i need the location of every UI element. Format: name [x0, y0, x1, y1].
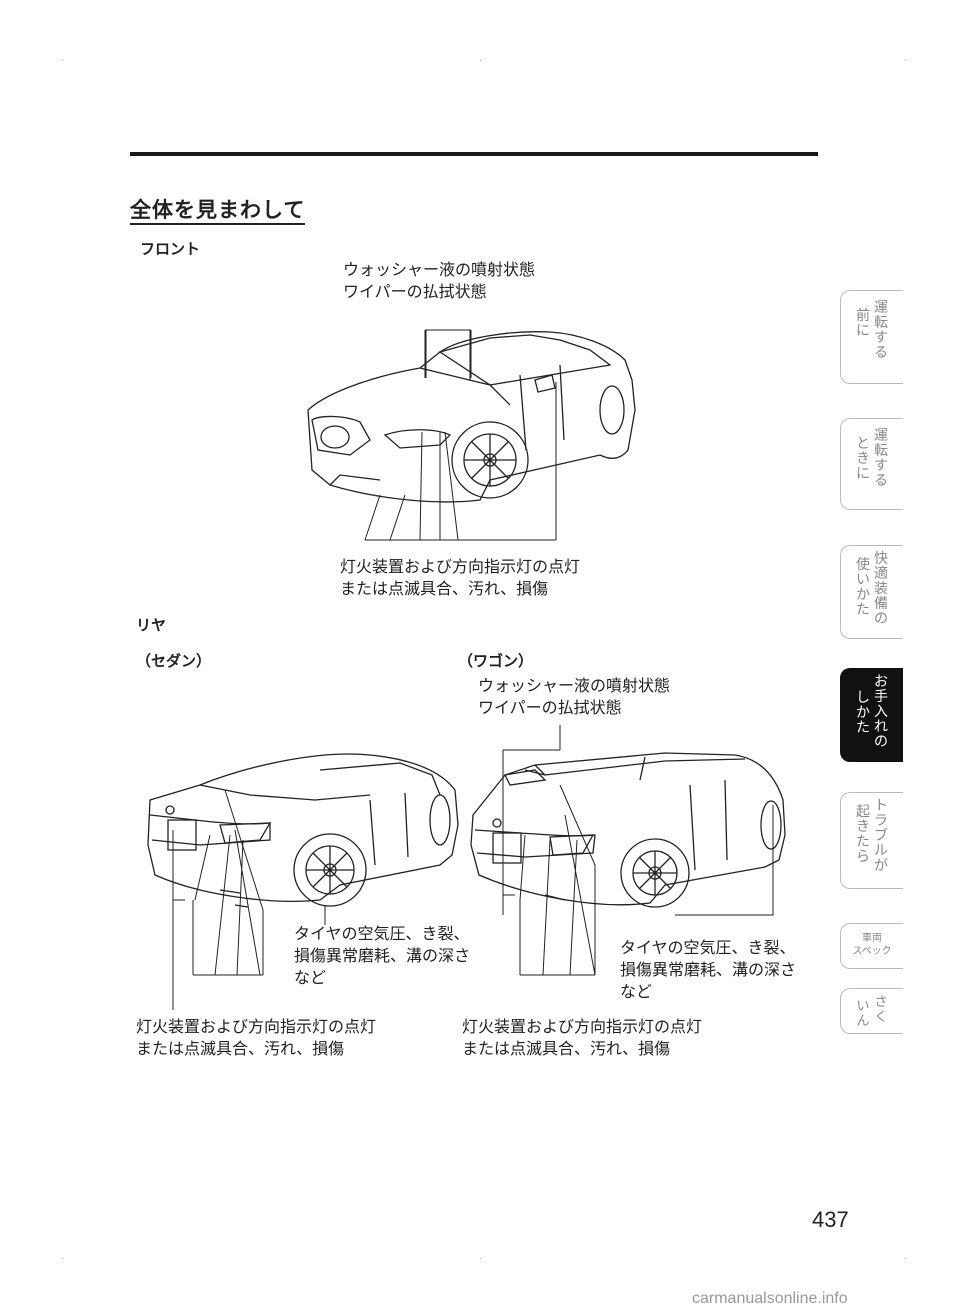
sedan-tire-line2: 損傷異常磨耗、溝の深さ: [294, 946, 471, 965]
wagon-washer-line2: ワイパーの払拭状態: [478, 698, 622, 717]
wagon-leader-lines: [502, 725, 774, 976]
tab-while-driving[interactable]: ときに 運転する: [840, 418, 903, 510]
tab-before-driving[interactable]: 前に 運転する: [840, 290, 903, 384]
wagon-lights-line1: 灯火装置および方向指示灯の点灯: [462, 1017, 703, 1036]
wagon-washer-line1: ウォッシャー液の噴射状態: [478, 676, 671, 695]
tab-index-col2: さく: [874, 995, 888, 1025]
front-lights-line1: 灯火装置および方向指示灯の点灯: [340, 557, 581, 576]
tab-maintenance-col1: しかた: [856, 690, 870, 736]
header-rule: [130, 152, 818, 156]
wagon-tire-line1: タイヤの空気圧、き裂、: [620, 938, 796, 957]
front-label: フロント: [140, 240, 201, 258]
tab-troubleshooting-col1: 起きたら: [856, 804, 870, 865]
sedan-tire-line1: タイヤの空気圧、き裂、: [294, 924, 470, 943]
tab-before-driving-col2: 運転する: [874, 300, 888, 361]
tab-comfort-equipment-col1: 使いかた: [856, 557, 870, 618]
sedan-lights-line1: 灯火装置および方向指示灯の点灯: [136, 1017, 377, 1036]
sedan-label: （セダン）: [136, 652, 212, 670]
section-title: 全体を見まわして: [130, 198, 306, 225]
wagon-tire-line2: 損傷異常磨耗、溝の深さ: [620, 960, 797, 979]
watermark: carmanualsonline.info: [692, 1290, 848, 1307]
tab-troubleshooting-col2: トラブルが: [874, 798, 888, 874]
front-washer-line2: ワイパーの払拭状態: [343, 282, 487, 301]
tab-vehicle-specs[interactable]: 車両 スペック: [840, 923, 903, 969]
tab-index[interactable]: いん さく: [840, 988, 903, 1034]
front-washer-line1: ウォッシャー液の噴射状態: [343, 260, 536, 279]
tab-comfort-equipment[interactable]: 使いかた 快適装備の: [840, 545, 903, 639]
wagon-label: （ワゴン）: [458, 652, 534, 670]
front-car-illustration: [307, 329, 636, 503]
wagon-lights-line2: または点滅具合、汚れ、損傷: [462, 1039, 671, 1058]
tab-maintenance[interactable]: しかた お手入れの: [840, 668, 903, 762]
front-leader-lines: [364, 329, 557, 541]
sedan-leader-lines: [172, 789, 326, 1010]
tab-while-driving-col2: 運転する: [874, 428, 888, 489]
rear-label: リヤ: [136, 616, 167, 634]
page-number: 437: [812, 1207, 849, 1232]
front-lights-line2: または点滅具合、汚れ、損傷: [340, 579, 549, 598]
tab-index-col1: いん: [856, 999, 870, 1029]
tab-vehicle-specs-label: 車両 スペック: [852, 933, 892, 957]
tab-before-driving-col1: 前に: [856, 308, 870, 339]
sedan-tire-line3: など: [294, 968, 327, 987]
sedan-lights-line2: または点滅具合、汚れ、損傷: [136, 1039, 345, 1058]
tab-comfort-equipment-col2: 快適装備の: [874, 551, 888, 627]
tab-maintenance-col2: お手入れの: [874, 674, 888, 750]
tab-while-driving-col1: ときに: [856, 436, 870, 482]
tab-troubleshooting[interactable]: 起きたら トラブルが: [840, 792, 903, 889]
wagon-tire-line3: など: [620, 982, 653, 1001]
